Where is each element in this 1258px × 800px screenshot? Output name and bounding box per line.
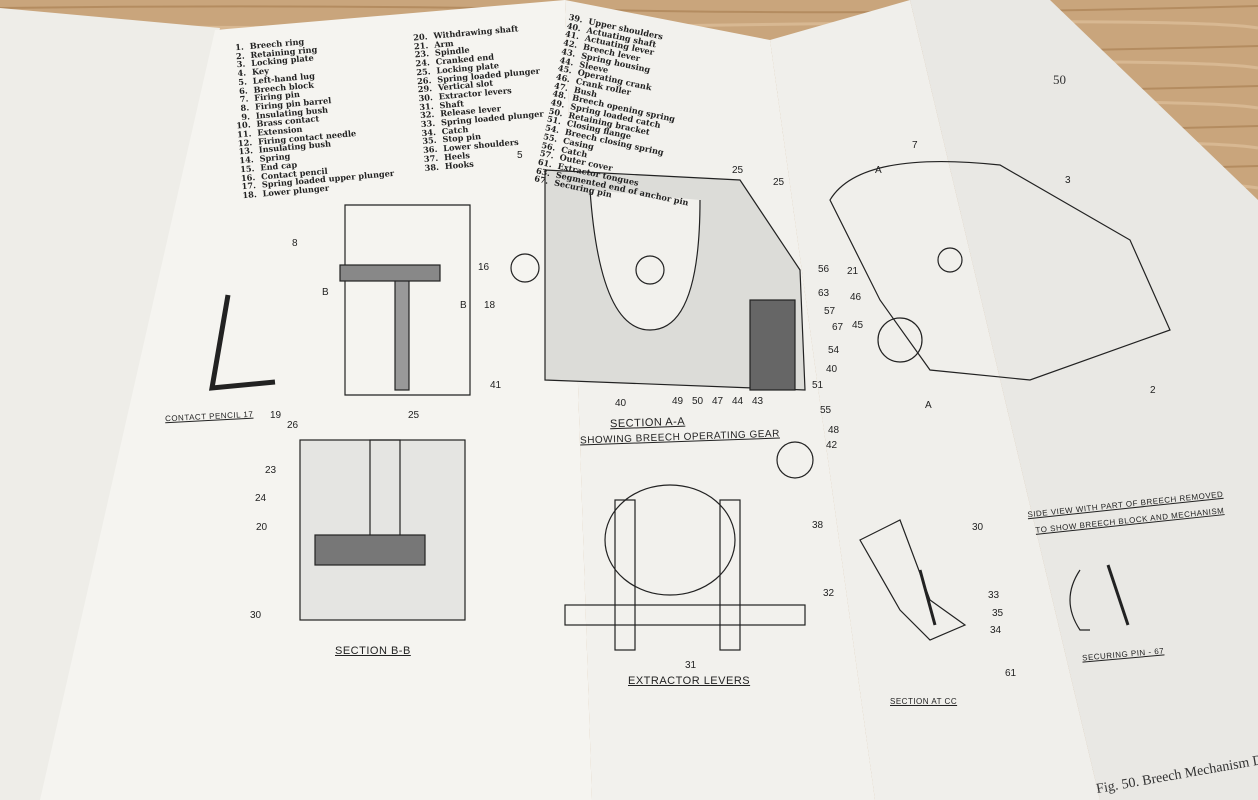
callout-number: 18 [484,300,496,311]
callout-number: 50 [692,396,704,407]
callout-number: 30 [972,522,984,533]
callout-number: 16 [478,262,490,273]
callout-number: 3 [1065,175,1071,186]
callout-number: 40 [826,364,838,375]
callout-number: 46 [850,292,862,303]
callout-number: 20 [256,522,268,533]
callout-number: 24 [255,493,267,504]
part-number: 18. [242,188,258,201]
callout-number: 49 [672,396,684,407]
callout-number: 32 [823,588,835,599]
callout-number: 25 [732,165,744,176]
callout-number: 21 [847,266,859,277]
callout-number: 42 [826,440,838,451]
callout-number: 56 [818,264,830,275]
caption-extractor-levers: EXTRACTOR LEVERS [628,675,751,687]
page-number: 50 [1053,72,1066,87]
caption-section-cc: SECTION AT CC [890,697,958,706]
callout-number: 19 [270,410,282,421]
callout-number: A [925,400,932,411]
callout-number: 61 [1005,668,1017,679]
callout-number: 30 [250,610,262,621]
callout-number: 33 [988,590,1000,601]
callout-number: 41 [490,380,502,391]
sheet-panel-3 [770,0,1100,800]
callout-number: 63 [818,288,830,299]
callout-number: 43 [752,396,764,407]
callout-number: 23 [265,465,277,476]
callout-number: 40 [615,398,627,409]
callout-number: 8 [292,238,298,249]
callout-number: 25 [773,177,785,188]
callout-number: 25 [408,410,420,421]
callout-number: B [322,287,329,298]
callout-number: 34 [990,625,1002,636]
callout-number: 51 [812,380,824,391]
technical-drawings [208,160,1171,651]
callout-number: 2 [1150,385,1156,396]
callout-number: 5 [517,150,523,161]
callout-number: 47 [712,396,724,407]
callout-number: 26 [287,420,299,431]
callout-number: 55 [820,405,832,416]
callout-number: 7 [912,140,918,151]
callout-number: B [460,300,467,311]
callout-number: 54 [828,345,840,356]
part-number: 38. [424,161,440,173]
left-blank-page [0,8,220,800]
callout-number: 35 [992,608,1004,619]
caption-section-bb: SECTION B-B [335,645,411,657]
callout-number: A [875,165,882,176]
callout-number: 45 [852,320,864,331]
callout-number: 48 [828,425,840,436]
callout-number: 67 [832,322,844,333]
callout-number: 44 [732,396,744,407]
callout-number: 57 [824,306,836,317]
callout-number: 31 [685,660,697,671]
callout-number: 38 [812,520,824,531]
sheet-panel-4 [910,0,1258,800]
